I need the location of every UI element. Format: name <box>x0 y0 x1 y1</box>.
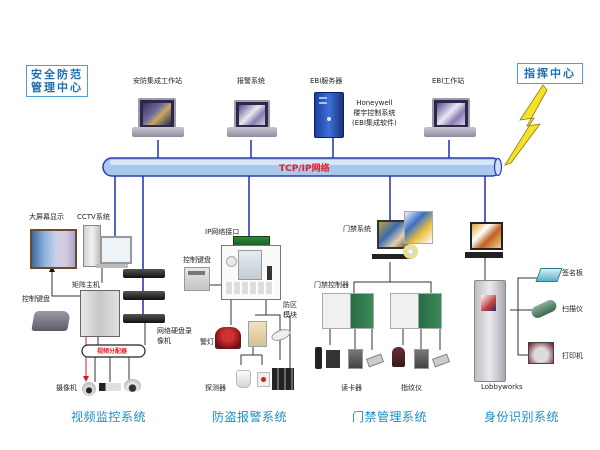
alarm-panel-box <box>221 245 281 300</box>
monitor-icon <box>100 236 132 264</box>
keyboard-icon <box>96 264 128 268</box>
nvr-icon <box>123 291 165 300</box>
keypad-reader-icon <box>348 349 363 369</box>
keyboard-icon <box>372 254 412 259</box>
network-label: TCP/IP网络 <box>279 164 330 174</box>
ebi-workstation-label: EBI工作站 <box>432 77 465 85</box>
alarm-system-label: 报警系统 <box>237 77 265 85</box>
security-center-line1: 安全防范 <box>31 68 83 81</box>
honeywell-note-line2: 楼宇控制系统 <box>353 109 396 117</box>
security-center-line2: 管理中心 <box>31 81 83 94</box>
nvr-icon <box>123 269 165 278</box>
cd-disc-icon <box>403 244 418 259</box>
access-controller-icon <box>322 293 374 329</box>
identity-system-title: 身份识别系统 <box>484 410 560 424</box>
software-box-icon <box>404 211 433 244</box>
printer-icon <box>528 342 554 364</box>
lightning-bolt-icon <box>504 84 548 166</box>
matrix-host-label: 矩阵主机 <box>72 281 100 289</box>
ptz-keyboard-icon <box>31 311 71 331</box>
honeywell-note-line3: (EBI集成软件) <box>352 119 397 127</box>
ip-interface-label: IP网络接口 <box>205 228 240 236</box>
card-reader-slim-icon <box>315 347 322 369</box>
zone-module-line1: 防区 <box>283 301 297 309</box>
command-center-box: 指挥中心 <box>517 63 583 84</box>
fingerprint-reader-icon <box>392 347 405 367</box>
fingerprint-label: 指纹仪 <box>401 384 422 392</box>
keypad-reader-icon <box>414 349 429 369</box>
access-controller-label: 门禁控制器 <box>314 281 349 289</box>
big-screen-label: 大屏幕显示 <box>29 213 64 221</box>
printer-label: 打印机 <box>562 352 583 360</box>
dome-camera-icon <box>82 382 96 396</box>
identity-monitor-icon <box>470 222 503 250</box>
tcp-ip-network-pipe <box>102 157 503 177</box>
lobbyworks-label: Lobbyworks <box>481 383 523 391</box>
video-splitter-label: 视频分配器 <box>97 348 128 355</box>
nvr-icon <box>123 314 165 323</box>
access-system-label: 门禁系统 <box>343 225 371 233</box>
server-tower-icon <box>314 92 344 138</box>
honeywell-note-line1: Honeywell <box>356 99 393 107</box>
control-keyboard-label: 控制键盘 <box>22 295 50 303</box>
warning-light-icon <box>215 327 241 349</box>
ebi-server-label: EBI服务器 <box>310 77 343 85</box>
zone-module-board-icon <box>248 321 267 347</box>
matrix-host-icon <box>80 290 120 337</box>
access-monitor-icon <box>377 220 409 249</box>
access-system-title: 门禁管理系统 <box>352 410 428 424</box>
zone-module-label: 防区 模块 <box>283 300 297 320</box>
pc-tower-icon <box>83 225 101 267</box>
command-center-label: 指挥中心 <box>524 67 576 80</box>
alarm-system-title: 防盗报警系统 <box>212 410 288 424</box>
access-controller-icon <box>390 293 442 329</box>
warning-light-label: 警灯 <box>200 338 214 346</box>
panic-button-icon <box>257 372 270 387</box>
nvr-label: 网络硬盘录 像机 <box>157 326 192 346</box>
video-splitter-tube <box>81 344 146 358</box>
security-workstation-label: 安防集成工作站 <box>133 77 182 85</box>
signature-pad-label: 签名板 <box>562 269 583 277</box>
detector-label: 探测器 <box>205 384 226 392</box>
alarm-keyboard-label: 控制键盘 <box>183 256 211 264</box>
alarm-keypad-icon <box>184 267 210 291</box>
zone-module-line2: 模块 <box>283 311 297 319</box>
box-camera-icon <box>99 383 121 391</box>
camera-label: 摄像机 <box>56 384 77 392</box>
beam-detector-icon <box>272 368 294 390</box>
big-screen-display-icon <box>30 229 77 269</box>
pir-detector-icon <box>236 370 251 388</box>
cctv-system-title: 视频监控系统 <box>71 410 147 424</box>
card-reader-icon <box>326 350 340 368</box>
scanner-label: 扫描仪 <box>562 305 583 313</box>
card-reader-label: 读卡器 <box>341 384 362 392</box>
dome-camera-icon <box>124 379 141 392</box>
cctv-system-label: CCTV系统 <box>77 213 110 221</box>
lobbyworks-kiosk-icon <box>474 280 506 382</box>
keyboard-icon <box>465 252 503 258</box>
security-management-center-box: 安全防范 管理中心 <box>26 65 88 97</box>
honeywell-note: Honeywell 楼宇控制系统 (EBI集成软件) <box>352 98 397 128</box>
nvr-label-line1: 网络硬盘录 <box>157 327 192 335</box>
nvr-label-line2: 像机 <box>157 337 171 345</box>
